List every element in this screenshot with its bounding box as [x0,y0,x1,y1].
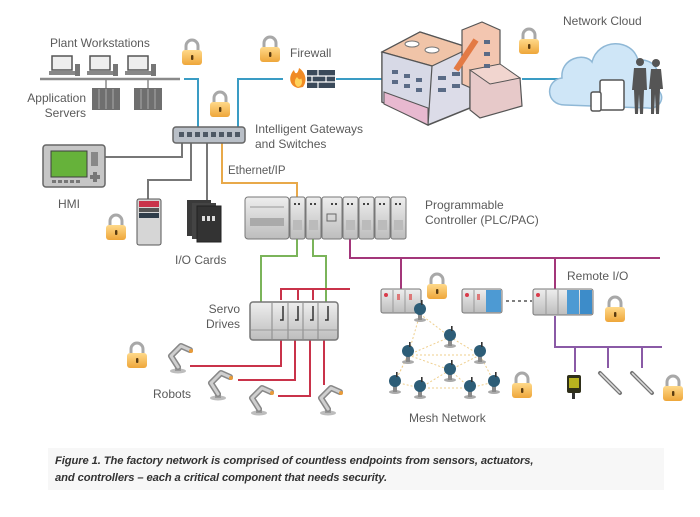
link-switch-to-hmi [104,142,183,158]
label-servo-drives-line1: Servo [208,302,240,316]
fieldbus-main [349,238,660,259]
wireless-sensor-icon [464,377,476,399]
plc-module [321,196,343,240]
photoelectric-sensor-icon [567,375,581,399]
label-remote-io: Remote I/O [567,269,629,283]
lock-icon [125,341,149,369]
label-io-cards: I/O Cards [175,253,227,267]
lock-icon [510,371,534,399]
label-application-servers-line1: Application [27,91,86,105]
server-icon [134,88,162,110]
proximity-sensor-icon [630,371,654,395]
lock-icon [180,38,204,66]
flame-icon [290,68,306,88]
plant-workstations [49,55,156,76]
link-plc-to-servo-a [260,238,298,303]
wireless-sensor-icon [488,372,500,394]
wireless-gateway [380,288,422,314]
workstation-icon [49,55,80,76]
label-network-cloud: Network Cloud [563,14,642,28]
phone-icon [590,91,602,112]
hmi [42,144,106,188]
label-firewall: Firewall [290,46,332,60]
tablet-icon [599,79,625,111]
wireless-sensor-icon [414,377,426,399]
link-lan-to-switch [184,78,199,128]
label-servo-drives-line2: Drives [205,317,240,331]
remote-io-rack [532,288,594,316]
label-ethernet-ip: Ethernet/IP [228,165,286,177]
lock-icon [603,295,627,323]
proximity-sensor-icon [598,371,622,395]
wireless-sensor-icon [444,360,456,382]
lock-icon [258,35,282,63]
plc-module [289,196,306,240]
label-plc-line2: Controller (PLC/PAC) [425,213,539,227]
label-application-servers-line2: Servers [44,106,86,120]
label-gateways: Intelligent Gateways and Switches [255,122,363,152]
plc-module [305,196,322,240]
lock-icon [517,27,541,55]
drive-top-bus [280,288,350,300]
link-ethernet-ip [221,142,298,198]
people-icon [632,58,663,114]
sensors [567,371,654,399]
connection-lines [40,77,662,397]
workstation-icon [87,55,118,76]
brick-wall-icon [307,70,335,88]
remote-io-rack [461,288,503,314]
wireless-sensor-icon [474,342,486,364]
caption-background [48,448,664,490]
plc-module [390,196,407,240]
label-robots: Robots [153,387,192,401]
robot-icon [320,388,343,416]
label-application-servers: Application Servers [18,91,86,121]
firewall [290,68,335,88]
label-plc: Programmable Controller (PLC/PAC) [425,198,539,228]
link-plc-to-servo-b [312,238,327,303]
application-servers [92,79,162,110]
lock-icon [208,90,232,118]
drive-controller [136,198,162,246]
wireless-sensor-icon [402,342,414,364]
lock-icon [661,374,685,402]
label-mesh-network: Mesh Network [409,411,486,425]
label-gateways-line2: and Switches [255,137,327,151]
link-switch-to-firewall [237,78,283,128]
figure-caption: Figure 1. The factory network is compris… [55,453,675,487]
link-drive-to-robot-2 [238,340,296,381]
gateway-switch [172,126,246,144]
wireless-sensor-icon [389,372,401,394]
label-gateways-line1: Intelligent Gateways [255,122,364,136]
lock-icon [425,272,449,300]
plc-module [342,196,359,240]
label-hmi: HMI [58,197,80,211]
label-servo-drives: Servo Drives [196,302,240,332]
sensor-bus [554,316,662,348]
robot-icon [251,388,274,416]
robot-icon [210,373,233,401]
figure-caption-line1: Figure 1. The factory network is compris… [55,455,534,467]
server-icon [92,88,120,110]
wireless-sensor-icon [444,326,456,348]
figure-caption-line2: and controllers – each a critical compon… [55,472,388,484]
label-plant-workstations: Plant Workstations [50,36,150,50]
plc [244,196,407,240]
plc-module [374,196,391,240]
workstation-icon [125,55,156,76]
remote-io [461,288,594,316]
label-plc-line1: Programmable [425,198,504,212]
link-drive-to-robot-3 [278,340,311,397]
plc-module [358,196,375,240]
network-cloud [548,43,663,114]
link-drive-to-robot-1 [190,340,282,367]
servo-drives [249,301,339,341]
enterprise-building [380,21,523,126]
lock-icon [104,213,128,241]
robot-icon [170,346,193,374]
link-switch-to-drive [147,142,192,200]
io-cards [187,200,222,243]
